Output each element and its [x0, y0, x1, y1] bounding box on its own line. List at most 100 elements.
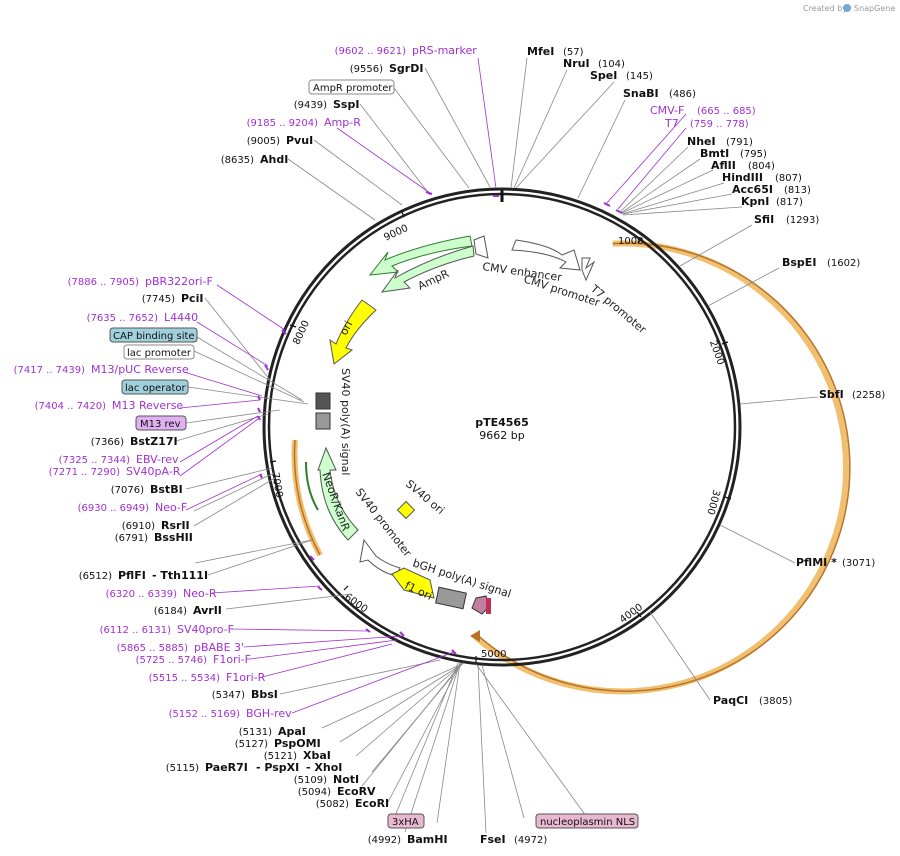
enzyme-acc65i[interactable]: Acc65I: [732, 183, 773, 196]
label-nls: nucleoplasmin NLS: [540, 817, 635, 828]
enzyme-bmti-pos: (795): [740, 149, 767, 160]
box-ampr-promoter[interactable]: [308, 79, 395, 95]
feature-ampr[interactable]: AmpR: [368, 235, 475, 293]
primer-sv40pa-r[interactable]: SV40pA-R: [126, 465, 181, 478]
enzyme-pflmi[interactable]: PflMI *: [796, 556, 837, 569]
primer-m13-reverse-pos: (7404 .. 7420): [35, 401, 107, 412]
enzyme-ecorv-pos: (5094): [298, 787, 331, 798]
feature-ori[interactable]: ori: [329, 299, 377, 365]
primer-cmv-f[interactable]: CMV-F: [650, 104, 684, 117]
enzyme-pflfi[interactable]: PflFI: [118, 569, 146, 582]
primer-amp-r[interactable]: Amp-R: [324, 116, 361, 129]
enzyme-snabi[interactable]: SnaBI: [623, 87, 659, 100]
enzyme-sgrdi[interactable]: SgrDI: [389, 62, 423, 75]
feature-sv40pa[interactable]: SV40 poly(A) signal: [315, 368, 352, 475]
plasmid-size: 9662 bp: [479, 429, 524, 442]
enzyme-pvui-pos: (9005): [247, 136, 280, 147]
enzyme-pspomi-pos: (5127): [235, 739, 268, 750]
enzyme-bstz17i[interactable]: BstZ17I: [130, 435, 178, 448]
enzyme-bsshii[interactable]: BssHII: [154, 531, 193, 544]
enzyme-avrii[interactable]: AvrII: [193, 604, 222, 617]
enzyme-xbai[interactable]: XbaI: [303, 749, 331, 762]
enzyme-bamhi[interactable]: BamHI: [407, 833, 448, 846]
enzyme-sfii[interactable]: SfiI: [754, 213, 774, 226]
primer-t7[interactable]: T7: [664, 117, 679, 130]
enzyme-apai[interactable]: ApaI: [278, 725, 306, 738]
primer-prs-marker[interactable]: pRS-marker: [412, 44, 477, 57]
enzyme-bmti[interactable]: BmtI: [700, 147, 729, 160]
box-3xha[interactable]: [387, 813, 425, 829]
enzyme-snabi-pos: (486): [669, 89, 696, 100]
enzyme-pvui[interactable]: PvuI: [286, 134, 313, 147]
enzyme-paqci-pos: (3805): [759, 696, 792, 707]
primer-sv40pa-r-pos: (7271 .. 7290): [49, 467, 121, 478]
enzyme-fsei[interactable]: FseI: [480, 833, 506, 846]
enzyme-rsrii[interactable]: RsrII: [161, 519, 190, 532]
primer-pbr322ori-f[interactable]: pBR322ori-F: [145, 275, 213, 288]
enzyme-noti[interactable]: NotI: [333, 773, 359, 786]
label-sv40pa: SV40 poly(A) signal: [339, 368, 352, 475]
enzyme-pspxi[interactable]: - PspXI: [256, 761, 299, 774]
enzyme-sspi[interactable]: SspI: [333, 98, 359, 111]
feature-sv40-ori[interactable]: SV40 ori: [396, 477, 447, 520]
enzyme-srui[interactable]: NruI: [563, 57, 590, 70]
enzyme-kpni[interactable]: KpnI: [741, 195, 769, 208]
primer-l4440-pos: (7635 .. 7652): [87, 313, 159, 324]
enzyme-pspomi[interactable]: PspOMI: [274, 737, 321, 750]
backbone-outer: [262, 187, 742, 667]
box-lac-promoter[interactable]: [123, 344, 195, 360]
box-cap-site[interactable]: [109, 327, 198, 343]
enzyme-ecori[interactable]: EcoRI: [355, 797, 389, 810]
enzyme-sbfi[interactable]: SbfI: [819, 388, 844, 401]
enzyme-bbsi[interactable]: BbsI: [251, 688, 278, 701]
neo-orf-arc-inner: [293, 439, 321, 556]
primer-neo-f[interactable]: Neo-F: [155, 501, 187, 514]
primer-bgh-rev[interactable]: BGH-rev: [246, 707, 292, 720]
credit-brand: SnapGene: [854, 4, 895, 13]
tick-7000: 7000: [269, 472, 284, 499]
enzyme-bstbi[interactable]: BstBI: [150, 483, 183, 496]
snapgene-logo-icon: [843, 4, 851, 12]
primer-f1ori-r[interactable]: F1ori-R: [226, 671, 266, 684]
label-m13rev: M13 rev: [140, 419, 181, 430]
primer-ebv-rev[interactable]: EBV-rev: [136, 453, 179, 466]
enzyme-sspi-pos: (9439): [294, 100, 327, 111]
primer-f1ori-r-pos: (5515 .. 5534): [149, 673, 221, 684]
feature-cmv[interactable]: CMV enhancer CMV promoter T7 promoter: [473, 235, 649, 337]
enzyme-ahdi-pos: (8635): [221, 155, 254, 166]
enzyme-nhei[interactable]: NheI: [687, 135, 716, 148]
enzyme-xhoi[interactable]: - XhoI: [306, 761, 342, 774]
box-m13rev[interactable]: [135, 415, 187, 431]
label-t7-promoter: T7 promoter: [587, 282, 649, 337]
enzyme-hindiii[interactable]: HindIII: [722, 171, 763, 184]
enzyme-aflii[interactable]: AflII: [711, 159, 736, 172]
enzyme-pcii[interactable]: PciI: [181, 292, 203, 305]
primer-f1ori-f[interactable]: F1ori-F: [213, 653, 251, 666]
box-lac-operator[interactable]: [121, 379, 189, 395]
enzyme-sgrdi-pos: (9556): [350, 64, 383, 75]
primer-ebv-rev-pos: (7325 .. 7344): [59, 455, 131, 466]
enzyme-nhei-pos: (791): [726, 137, 753, 148]
orf-arc-inner: [478, 242, 851, 692]
enzyme-bspei[interactable]: BspEI: [782, 256, 816, 269]
enzyme-tth111i[interactable]: - Tth111I: [152, 569, 208, 582]
primer-m13-reverse[interactable]: M13 Reverse: [112, 399, 183, 412]
enzyme-spei[interactable]: SpeI: [590, 69, 617, 82]
box-nls[interactable]: [535, 813, 639, 829]
feature-sv40-promoter[interactable]: SV40 promoter: [353, 486, 415, 577]
enzyme-paqci[interactable]: PaqCI: [713, 694, 748, 707]
primer-l4440[interactable]: L4440: [164, 311, 198, 324]
primer-neo-r[interactable]: Neo-R: [183, 587, 217, 600]
primer-pbabe3[interactable]: pBABE 3': [194, 641, 244, 654]
enzyme-ecorv[interactable]: EcoRV: [337, 785, 376, 798]
primer-pbabe3-pos: (5865 .. 5885): [117, 643, 189, 654]
enzyme-apai-pos: (5131): [239, 727, 272, 738]
primer-sv40pro-f[interactable]: SV40pro-F: [177, 623, 234, 636]
primer-m13puc-rev[interactable]: M13/pUC Reverse: [91, 363, 189, 376]
enzyme-paer7i[interactable]: PaeR7I: [205, 761, 248, 774]
enzyme-ahdi[interactable]: AhdI: [260, 153, 288, 166]
orf-arrow-head: [470, 630, 480, 642]
enzyme-mfei[interactable]: MfeI: [527, 45, 554, 58]
label-ampr-promoter: AmpR promoter: [313, 83, 393, 94]
primer-amp-r-pos: (9185 .. 9204): [247, 118, 319, 129]
